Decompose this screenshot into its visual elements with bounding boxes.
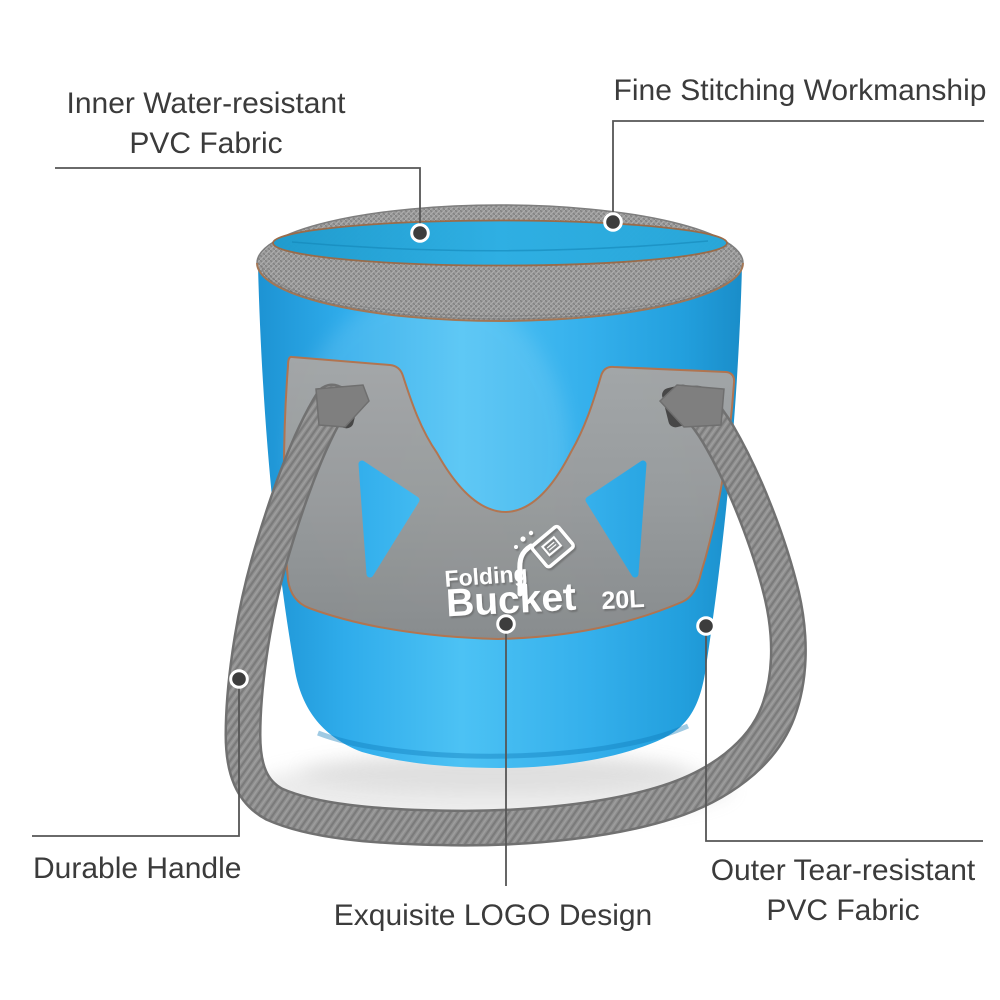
callout-inner-pvc-line [55,167,421,233]
callout-handle-text: Durable Handle [33,852,242,885]
panel-cutout-left [358,460,420,578]
capacity-text: 20L [601,585,646,615]
callout-inner-pvc-dot [410,223,430,243]
callout-logo-dot [496,614,516,634]
callout-handle-label: Durable Handle [33,849,241,889]
ground-shadow-core [300,752,690,792]
bucket-rim [256,204,744,322]
callout-dots [229,212,716,689]
callout-stitching-label: Fine Stitching Workmanship [600,71,1000,111]
callout-outer-pvc-label: Outer Tear-resistant PVC Fabric [694,851,992,931]
panel-cutout-right [585,460,647,578]
callout-outer-pvc-line1: Outer Tear-resistant [710,854,976,887]
callout-inner-pvc-line2: PVC Fabric [129,127,283,160]
pour-bucket-icon [514,524,575,597]
bucket-bottom-edge [317,723,690,759]
strap-fold-right [658,384,725,428]
callout-outer-pvc-line2: PVC Fabric [766,894,920,927]
callout-logo-label: Exquisite LOGO Design [330,896,656,936]
callout-stitching-line [612,120,984,222]
callout-stitching-dot [603,212,623,232]
callout-inner-pvc-label: Inner Water-resistant PVC Fabric [41,84,371,164]
callout-outer-pvc-dot [696,616,716,636]
brand-text-folding: Folding [444,560,529,592]
callout-logo-text: Exquisite LOGO Design [333,899,653,932]
callout-lines [32,120,984,886]
callout-outer-pvc-line [705,626,983,842]
carry-strap [224,383,807,847]
callout-handle-line [32,679,240,837]
inner-seam [291,240,709,252]
strap-fold-left [315,384,370,428]
callout-stitching-text: Fine Stitching Workmanship [613,74,987,107]
callout-inner-pvc-line1: Inner Water-resistant [66,87,346,120]
callout-handle-dot [229,669,249,689]
bucket-opening [272,219,728,267]
